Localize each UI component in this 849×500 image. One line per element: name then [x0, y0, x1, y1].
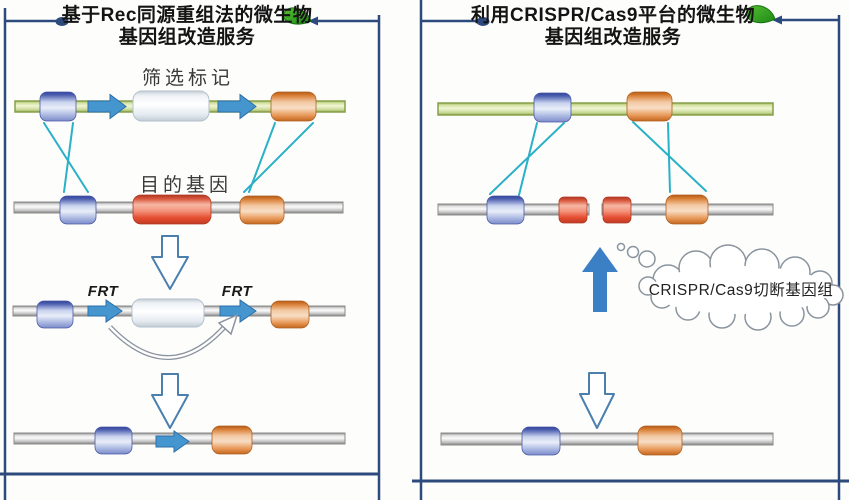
frt-site-arrow — [219, 299, 257, 323]
left-panel-title-line2: 基因组改造服务 — [118, 27, 256, 48]
cut-gene-red-fragment — [602, 196, 632, 224]
target-gene-red-cylinder — [132, 194, 212, 225]
left-frt-row — [12, 298, 346, 360]
right-panel-title: 利用CRISPR/Cas9平台的微生物 基因组改造服务 — [455, 5, 771, 49]
right-crossover-lines — [489, 121, 707, 196]
left-plasmid-row — [14, 90, 346, 122]
homology-arm-orange-cylinder — [239, 195, 285, 225]
left-panel-frame — [0, 8, 381, 500]
crispr-cut-annotation: CRISPR/Cas9切断基因组 — [648, 282, 834, 299]
left-panel-title: 基于Rec同源重组法的微生物 基因组改造服务 — [30, 5, 344, 49]
right-final-row — [440, 425, 774, 456]
homology-arm-blue-cylinder — [39, 91, 77, 122]
homology-arm-orange-cylinder — [270, 91, 317, 122]
frt-site-label-left: FRT — [87, 283, 119, 300]
homology-arm-orange-cylinder — [665, 194, 709, 225]
selection-marker-label: 筛选标记 — [141, 67, 234, 89]
leaf-icon — [282, 7, 312, 25]
excision-arrowhead — [217, 313, 239, 336]
homology-arm-blue-cylinder — [521, 426, 561, 456]
frt-scar-arrow — [155, 430, 190, 453]
homology-arm-orange-cylinder — [270, 300, 310, 329]
thought-cloud-icon — [616, 242, 844, 331]
right-title-connector-dot — [476, 17, 490, 26]
left-title-connector-dot — [55, 17, 69, 26]
right-panel-title-line2: 基因组改造服务 — [544, 27, 682, 48]
target-gene-label: 目的基因 — [139, 174, 232, 196]
promoter-arrow — [217, 93, 257, 120]
genome-gray-bar — [440, 432, 774, 446]
right-line-arrowhead — [772, 15, 782, 25]
cut-gene-red-fragment — [558, 196, 588, 224]
selection-marker-cassette — [131, 298, 205, 328]
plasmid-green-bar — [437, 102, 774, 116]
homology-arm-blue-cylinder — [94, 426, 133, 455]
promoter-arrow — [87, 93, 127, 120]
right-panel-title-line1: 利用CRISPR/Cas9平台的微生物 — [471, 5, 755, 26]
step-down-arrow — [151, 235, 189, 290]
right-plasmid-row — [437, 91, 774, 123]
homology-arm-orange-cylinder — [211, 425, 253, 455]
right-cut-genome-row — [437, 194, 774, 225]
leaf-icon — [745, 5, 776, 24]
homology-arm-orange-cylinder — [637, 425, 683, 456]
left-line-arrowhead — [308, 16, 318, 26]
step-down-arrow — [579, 372, 615, 429]
excision-curved-arrow-inner — [109, 322, 229, 359]
left-final-row — [13, 425, 346, 455]
frt-site-arrow — [87, 299, 123, 323]
left-genome-row — [13, 194, 344, 225]
step-down-arrow — [151, 373, 189, 429]
homology-arm-blue-cylinder — [486, 195, 525, 225]
homology-arm-orange-cylinder — [626, 91, 673, 122]
left-panel-title-line1: 基于Rec同源重组法的微生物 — [61, 5, 313, 26]
homology-arm-blue-cylinder — [59, 195, 97, 225]
right-panel-frame — [412, 0, 849, 500]
frt-site-label-right: FRT — [221, 283, 253, 300]
left-crossover-lines — [43, 122, 314, 193]
selection-marker-cassette — [132, 90, 210, 122]
homology-arm-blue-cylinder — [36, 300, 74, 329]
cut-up-arrow — [582, 247, 618, 312]
homology-arm-blue-cylinder — [533, 92, 572, 123]
